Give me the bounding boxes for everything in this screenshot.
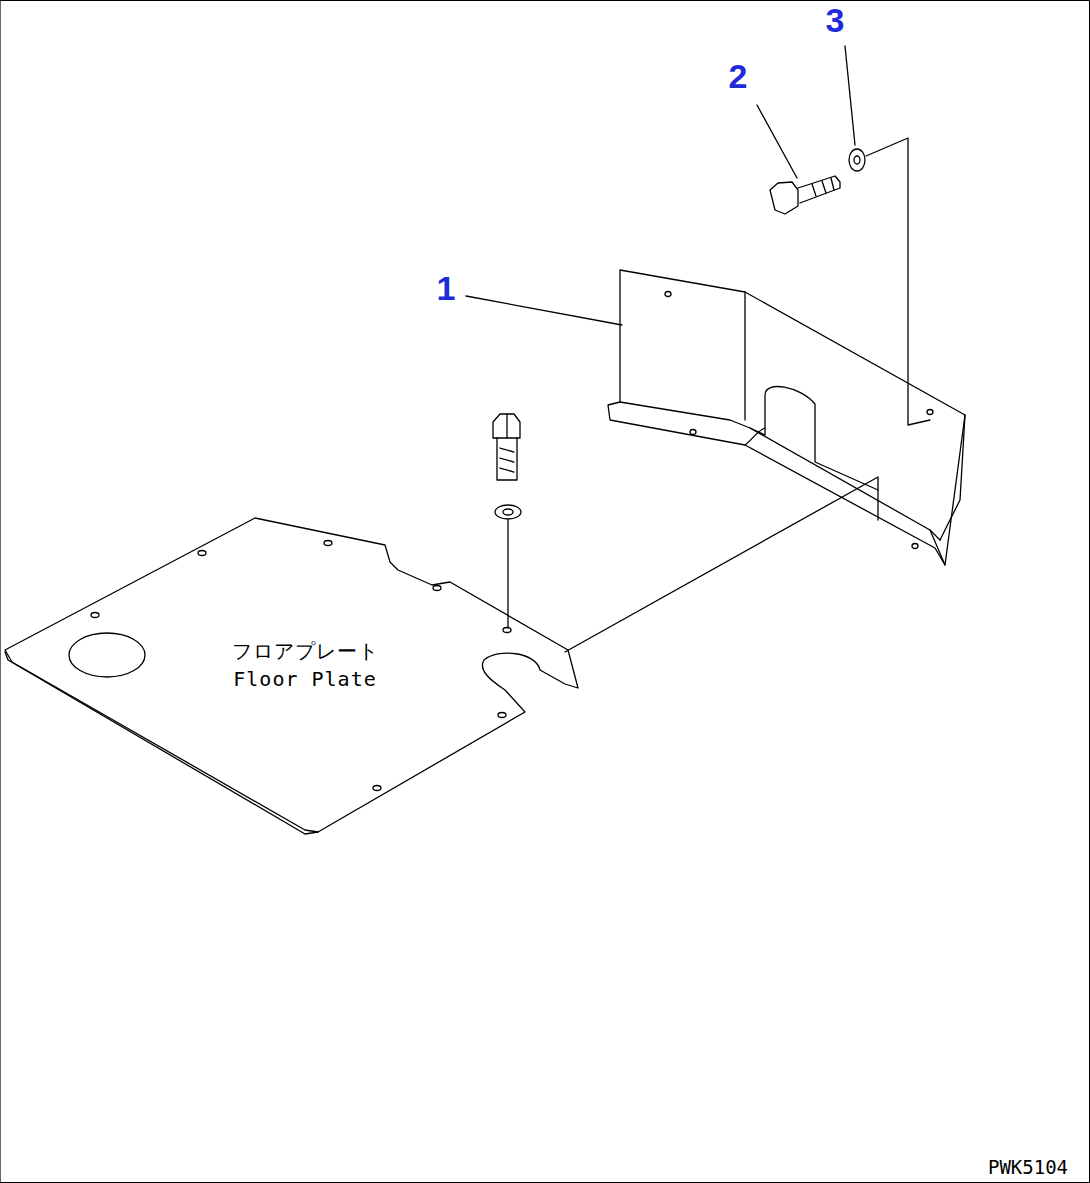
callout-number: 2 (729, 59, 748, 93)
floor-plate-hole (69, 633, 145, 677)
callout-number: 1 (437, 271, 456, 305)
bolt-vertical (493, 414, 521, 628)
mount-holes (91, 541, 511, 791)
leader-lines (466, 46, 855, 325)
bolt-horizontal (770, 138, 930, 425)
drawing-code: PWK5104 (988, 1158, 1068, 1177)
cover-part (565, 270, 965, 652)
part-name: フロアプレート (232, 641, 379, 661)
part-name: Floor Plate (233, 669, 376, 689)
callout-number: 3 (826, 3, 845, 37)
floor-plate (5, 518, 578, 832)
